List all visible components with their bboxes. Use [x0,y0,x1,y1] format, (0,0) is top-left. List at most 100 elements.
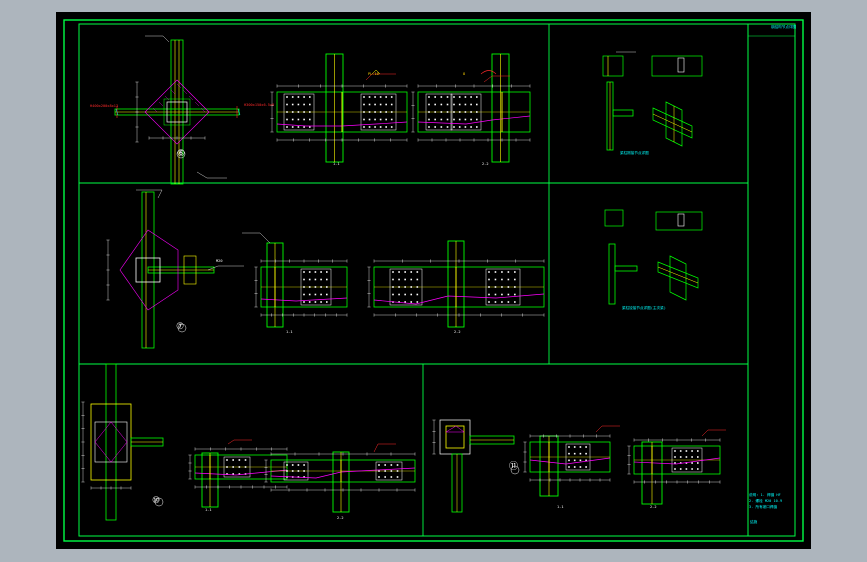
bolt-mark [434,118,436,121]
bolt-mark [379,118,382,121]
bolt-mark [470,111,472,113]
bolt-mark [326,301,328,303]
bolt-mark [501,278,503,281]
bolt-mark [363,96,365,98]
hatch-line [176,83,182,89]
title-block-note-1: 说明: 1. 焊缝 HF [749,493,781,497]
iso-beam [652,107,693,139]
bolt-mark [374,103,376,106]
bolt-mark [297,118,300,121]
bolt-mark [320,271,322,273]
iso-weld [652,113,693,133]
core-stiffener [163,98,191,126]
bolt-mark [697,468,699,470]
title-block-frame [747,23,796,537]
callout-plate: PL-10 [368,72,379,76]
splice-plate [360,93,397,131]
iso-weld-b [657,266,699,284]
bolt-mark [470,118,472,121]
bolt-mark [458,96,461,98]
bolt-mark [410,271,413,273]
bolt-mark [385,111,387,113]
drawing-sheet [56,12,811,549]
bolt-mark [464,103,467,106]
leader-line [136,189,163,199]
bolt-mark [494,301,497,303]
bolt-mark [501,301,503,303]
bolt-mark [428,103,430,106]
hatch-line [188,95,194,101]
bolt-mark [691,462,693,464]
magenta-seam [270,467,416,479]
bolt-mark [440,126,443,128]
magenta-seam [529,457,611,465]
bolt-mark [303,271,305,273]
weld-section [602,55,624,77]
bolt-mark [476,96,478,98]
bolt-mark [428,126,430,128]
bolt-mark [453,96,455,98]
callout-weld: 8 [463,72,466,76]
red-leader [483,75,510,83]
bolt-mark [416,301,419,303]
column-box-10 [90,403,132,481]
bolt-mark [691,468,693,470]
section-mark-1-1-c: 1-1 [205,508,212,512]
red-arc [480,70,497,75]
bolt-mark [286,111,288,113]
bolt-mark [507,293,510,296]
red-leader [701,429,726,437]
detail-number-6: ⑥ [177,149,186,159]
bolt-mark [291,464,294,466]
section-mark-2-2-d: 2-2 [650,505,657,509]
bolt-mark [514,301,516,303]
magenta-seam [373,293,545,305]
bolt-mark [697,462,699,464]
bolt-mark [674,462,676,464]
bolt-mark [453,111,455,113]
bolt-mark [579,466,582,468]
iso-beam-b [657,261,699,289]
bolt-mark [303,111,305,113]
bolt-mark [416,271,419,273]
bolt-mark [568,452,570,455]
bolt-mark [297,111,300,113]
bolt-mark [226,473,228,475]
bolt-mark [685,468,688,470]
bolt-mark [453,118,455,121]
bolt-mark [303,286,305,288]
bolt-mark [685,456,688,458]
caption-beam-column-a: 梁柱刚接节点详图 [620,151,649,155]
splice-plate [450,93,482,131]
bolt-mark [238,466,241,468]
bolt-mark [440,103,443,106]
callout-col-label: H400x200x8x13 [90,104,119,108]
bolt-mark [568,466,570,468]
leader-line [145,35,170,43]
bolt-mark [308,271,311,273]
bolt-mark [679,462,682,464]
bolt-mark [309,96,311,98]
bolt-mark [458,126,461,128]
bolt-mark [697,450,699,452]
bolt-mark [579,446,582,448]
bolt-mark [476,126,478,128]
bolt-mark [390,103,393,106]
red-leader [227,439,252,445]
bolt-mark [507,278,510,281]
bolt-mark [291,470,294,472]
bolt-mark [303,476,305,478]
bolt-mark [314,278,317,281]
bolt-mark [226,466,228,468]
bolt-mark [368,118,371,121]
bolt-mark [303,118,305,121]
magenta-seam [633,457,721,465]
weld-section-b [651,55,703,77]
weld-section-d [655,211,703,231]
bolt-mark [446,103,449,106]
bolt-mark [385,96,387,98]
bolt-mark [568,459,570,462]
bolt-mark [501,286,503,288]
bolt-mark [488,271,490,273]
bolt-mark [314,301,317,303]
